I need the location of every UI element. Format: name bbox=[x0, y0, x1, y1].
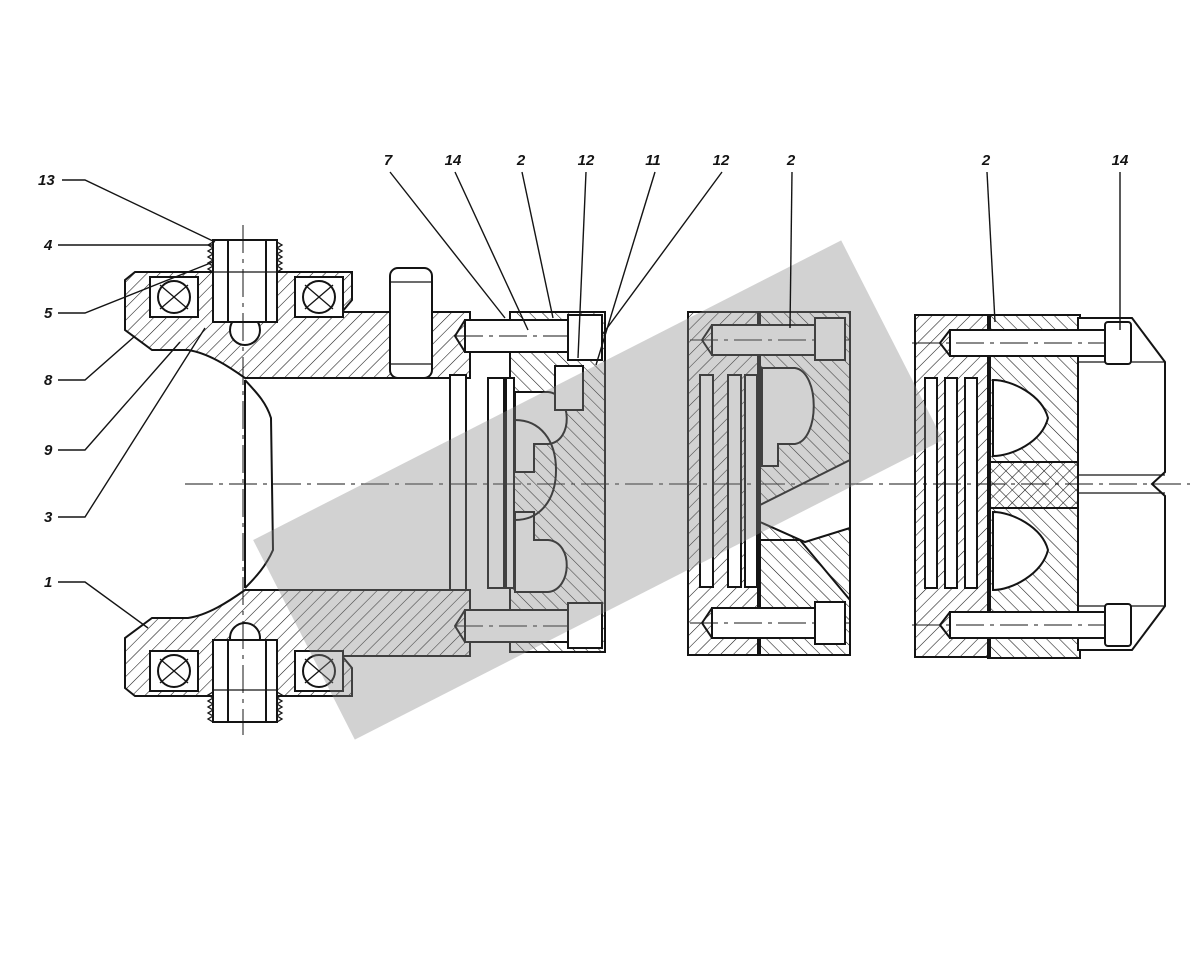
callout-label: 1 bbox=[44, 574, 52, 591]
piston-lower bbox=[992, 510, 1050, 592]
bearing-lower-left bbox=[149, 650, 199, 692]
pad-strip bbox=[924, 377, 938, 589]
housing-assembly bbox=[124, 239, 471, 723]
caliper-bolt-lower-3 bbox=[912, 603, 1132, 647]
top-callouts: 7 14 2 12 11 12 2 2 14 bbox=[384, 152, 1129, 366]
callout-label: 4 bbox=[43, 237, 53, 254]
callout-label: 7 bbox=[384, 152, 393, 169]
callout-label: 13 bbox=[38, 172, 55, 189]
callout-label: 5 bbox=[44, 305, 53, 322]
housing-upper-arm bbox=[124, 271, 471, 379]
pad-strip bbox=[487, 377, 505, 589]
leader-line bbox=[986, 171, 996, 323]
caliper-bolt-upper-3 bbox=[912, 321, 1132, 365]
piston-upper bbox=[992, 378, 1050, 458]
piston-upper bbox=[514, 391, 568, 473]
caliper-section-1 bbox=[449, 311, 606, 653]
left-callouts: 13 4 5 8 9 3 1 bbox=[38, 172, 216, 629]
callout-label: 14 bbox=[445, 152, 462, 169]
watermark-band bbox=[253, 240, 943, 740]
leader-line bbox=[789, 171, 793, 329]
callout-label: 8 bbox=[44, 372, 53, 389]
callout-label: 11 bbox=[645, 152, 661, 169]
pivot-bolt-lower bbox=[206, 639, 284, 723]
body-slot bbox=[759, 458, 851, 544]
guide-pin bbox=[389, 267, 433, 379]
housing-cavity-outline bbox=[244, 379, 274, 589]
caliper-bolt-lower-1 bbox=[454, 602, 603, 649]
leader-line bbox=[58, 261, 214, 314]
caliper-bolt-lower-2 bbox=[690, 601, 850, 645]
caliper-section-3 bbox=[912, 314, 1166, 659]
center-web bbox=[989, 461, 1079, 509]
pad-strip bbox=[699, 374, 714, 588]
leader-line bbox=[521, 171, 554, 319]
callout-label: 12 bbox=[578, 152, 595, 169]
housing-lower-arm bbox=[124, 589, 471, 697]
leader-line bbox=[62, 179, 216, 243]
callout-label: 9 bbox=[44, 442, 53, 459]
bearing-lower-right bbox=[294, 650, 344, 692]
leader-line bbox=[389, 171, 506, 319]
pad-strip bbox=[727, 374, 742, 588]
callout-label: 2 bbox=[981, 152, 991, 169]
pad-strip bbox=[505, 377, 515, 589]
bleed-block bbox=[554, 365, 584, 411]
leader-line bbox=[58, 581, 149, 629]
callout-label: 3 bbox=[44, 509, 53, 526]
leader-line bbox=[577, 171, 587, 359]
leader-line bbox=[601, 171, 723, 336]
leader-line bbox=[454, 171, 529, 331]
pivot-bolt-upper bbox=[206, 239, 284, 323]
seal-groove bbox=[514, 419, 557, 521]
callout-label: 2 bbox=[516, 152, 526, 169]
callout-label: 14 bbox=[1112, 152, 1129, 169]
caliper-bolt-upper-2 bbox=[690, 317, 850, 361]
piston-upper bbox=[761, 367, 815, 467]
pad-strip bbox=[944, 377, 958, 589]
caliper-section-2 bbox=[687, 311, 851, 656]
pad-strip bbox=[964, 377, 978, 589]
leader-line bbox=[58, 327, 206, 518]
callout-label: 12 bbox=[713, 152, 730, 169]
pad-strip bbox=[449, 374, 467, 591]
leader-line bbox=[595, 171, 656, 366]
leader-line bbox=[58, 341, 181, 451]
callout-label: 2 bbox=[786, 152, 796, 169]
piston-lower bbox=[514, 511, 568, 593]
pad-strip bbox=[744, 374, 758, 588]
bearing-upper-right bbox=[294, 276, 344, 318]
leader-line bbox=[58, 335, 136, 381]
caliper-bolt-upper-1 bbox=[454, 314, 603, 361]
body-chamfer bbox=[760, 539, 851, 601]
bearing-upper-left bbox=[149, 276, 199, 318]
